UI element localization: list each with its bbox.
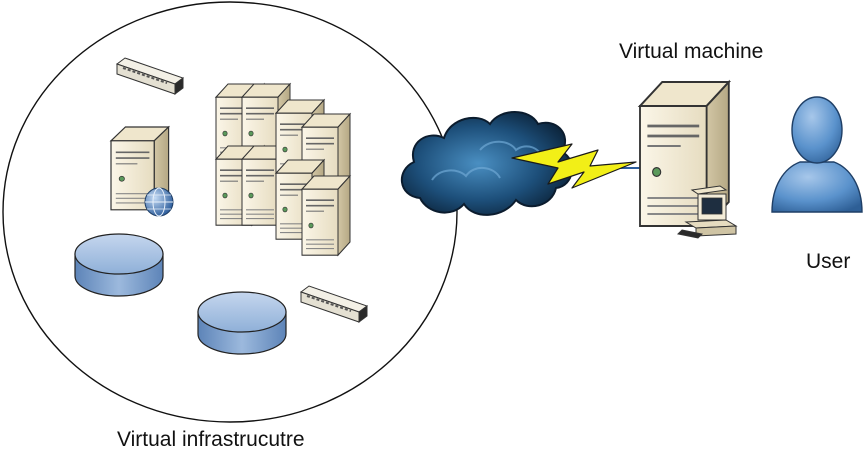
user-icon	[771, 96, 863, 213]
lightning-bolt-icon	[511, 143, 637, 189]
cloud-icon	[400, 111, 573, 216]
infrastructure-boundary	[2, 1, 458, 423]
workstation-icon	[676, 185, 738, 239]
user-label: User	[806, 250, 851, 273]
virtual-infrastructure-label: Virtual infrastrucutre	[117, 428, 305, 451]
web-server-icon	[110, 126, 174, 217]
server-cluster-icon	[215, 83, 351, 256]
network-switch-icon	[300, 285, 368, 323]
network-switch-icon	[116, 57, 184, 95]
storage-disk-icon	[197, 291, 287, 355]
virtual-machine-label: Virtual machine	[619, 40, 764, 63]
storage-disk-icon	[74, 233, 164, 297]
